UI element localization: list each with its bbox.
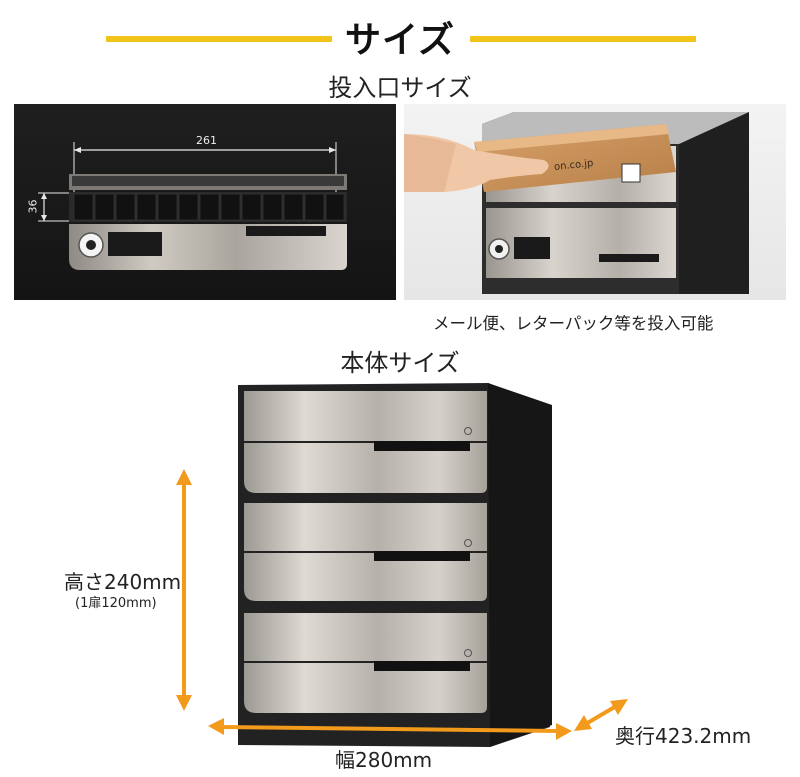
height-label: 高さ240mm	[64, 570, 182, 594]
slot-diagram-panel: 261 36	[14, 104, 396, 300]
height-arrow	[176, 469, 192, 711]
slot-caption: メール便、レターパック等を投入可能	[433, 314, 714, 333]
door-middle	[244, 503, 487, 601]
slot-usage-illustration	[404, 112, 749, 294]
slot-usage-photo-panel: on.co.jp	[404, 104, 786, 300]
depth-label: 奥行423.2mm	[615, 724, 752, 748]
header-accent-line-right	[470, 36, 696, 42]
slot-diagram	[38, 142, 347, 270]
width-label: 幅280mm	[335, 748, 433, 772]
slot-height-value: 36	[26, 199, 40, 214]
body-section-title: 本体サイズ	[340, 349, 460, 377]
body-size-illustration	[176, 383, 628, 747]
name-plate	[108, 232, 162, 256]
door-top	[244, 391, 487, 493]
page-title: サイズ	[345, 20, 455, 61]
door-handle	[246, 226, 326, 236]
door-bottom	[244, 613, 487, 713]
width-arrow	[208, 718, 572, 740]
depth-arrow	[574, 699, 628, 731]
height-sub-label: (1扉120mm)	[75, 596, 157, 611]
slot-section-title: 投入口サイズ	[328, 74, 472, 102]
slot-width-value: 261	[196, 134, 217, 147]
header-accent-line-left	[106, 36, 332, 42]
